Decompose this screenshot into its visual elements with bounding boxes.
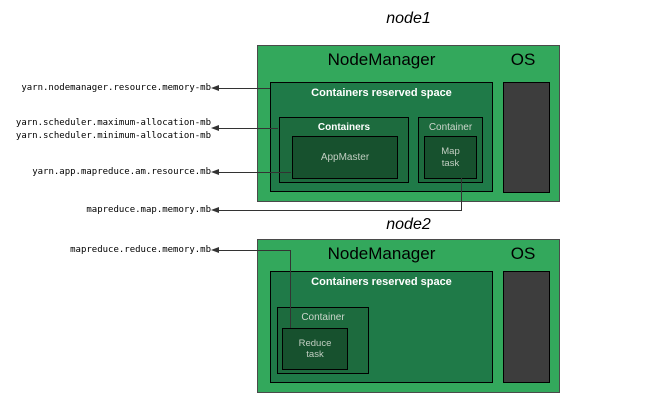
node2-containers-reserved-space-label: Containers reserved space	[311, 276, 452, 288]
node2-container-box: Container Reduce task	[277, 307, 369, 374]
config-label-nodemanager-resource-memory: yarn.nodemanager.resource.memory-mb	[21, 83, 211, 93]
config-label-scheduler-minimum-allocation: yarn.scheduler.minimum-allocation-mb	[15, 131, 211, 141]
config-label-scheduler-maximum-allocation: yarn.scheduler.maximum-allocation-mb	[15, 118, 211, 128]
node2-nodemanager-label: NodeManager	[327, 244, 436, 263]
config-label-am-resource-mb: yarn.app.mapreduce.am.resource.mb	[32, 167, 211, 177]
config-label-reduce-memory-mb: mapreduce.reduce.memory.mb	[70, 245, 211, 255]
node2-container-label: Container	[301, 312, 345, 323]
node1-containers-reserved-space-box: Containers reserved space Containers App…	[270, 82, 493, 192]
node1-nodemanager-label: NodeManager	[327, 50, 436, 69]
node1-containers-label: Containers	[317, 122, 371, 133]
node1-appmaster-box: AppMaster	[292, 136, 398, 179]
arrow-line-nodemanager-resource	[218, 88, 270, 89]
arrow-line-map-memory	[218, 210, 462, 211]
node1-os-memory-rect	[503, 82, 550, 193]
node2-os-memory-rect	[503, 271, 550, 383]
node2-reduce-task-label: Reduce task	[298, 337, 332, 360]
node1-os-label: OS	[510, 50, 536, 69]
config-label-map-memory-mb: mapreduce.map.memory.mb	[86, 205, 211, 215]
node1-appmaster-label: AppMaster	[320, 151, 370, 163]
arrow-head-reduce-memory	[211, 247, 219, 253]
node1-containers-box: Containers AppMaster	[279, 117, 409, 183]
node2-reduce-task-box: Reduce task	[282, 328, 348, 370]
node1-container-label: Container	[428, 122, 473, 133]
node1-nodemanager-box: NodeManager OS Containers reserved space…	[257, 45, 560, 202]
node2-os-label: OS	[510, 244, 536, 263]
arrow-head-map-memory	[211, 207, 219, 213]
node1-containers-reserved-space-label: Containers reserved space	[311, 87, 452, 99]
node2-containers-reserved-space-box: Containers reserved space Container Redu…	[270, 271, 493, 383]
arrow-head-scheduler-allocation	[211, 125, 219, 131]
node2-nodemanager-box: NodeManager OS Containers reserved space…	[257, 239, 560, 393]
arrow-head-nodemanager-resource	[211, 85, 219, 91]
node1-map-task-box: Map task	[424, 136, 477, 179]
arrow-elbow-map-memory	[461, 178, 462, 211]
arrow-elbow-reduce-memory	[290, 250, 291, 328]
node2-title: node2	[386, 216, 431, 233]
node1-map-task-label: Map task	[441, 146, 460, 169]
arrow-head-am-resource	[211, 169, 219, 175]
arrow-line-scheduler-allocation	[218, 128, 278, 129]
arrow-line-reduce-memory	[218, 250, 291, 251]
node1-container-box: Container Map task	[418, 117, 483, 183]
arrow-line-am-resource	[218, 172, 291, 173]
node1-title: node1	[386, 10, 431, 27]
